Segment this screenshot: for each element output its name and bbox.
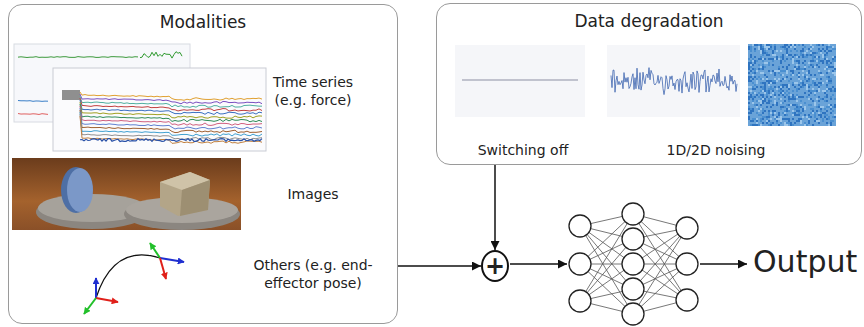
signal-line <box>80 104 262 122</box>
noise-2d-image <box>748 44 836 126</box>
neuron <box>676 253 698 275</box>
signal-line <box>80 139 262 142</box>
signal-line <box>80 112 262 136</box>
signal-line <box>80 100 262 114</box>
signal-line <box>140 52 182 58</box>
object-photo <box>12 158 241 230</box>
arrow-to-output <box>700 263 747 265</box>
neuron <box>622 303 644 325</box>
neuron <box>569 253 591 275</box>
signal-line <box>18 56 138 58</box>
sum-symbol: + <box>485 254 505 278</box>
neuron <box>622 278 644 300</box>
signal-line <box>80 96 262 107</box>
signal-line <box>80 116 262 143</box>
degradation-label: Switching off <box>453 141 593 159</box>
modality-label: Images <box>258 185 368 203</box>
panel-title: Data degradation <box>437 11 861 31</box>
neuron <box>622 228 644 250</box>
signal-line <box>80 114 262 140</box>
connector-arrow <box>398 265 481 267</box>
pose-frames <box>84 243 184 314</box>
neural-network <box>569 203 698 325</box>
sum-node: + <box>481 250 509 282</box>
signal-block <box>62 90 80 100</box>
output-label: Output <box>753 244 857 280</box>
signal-line <box>80 94 262 104</box>
panel-title: Modalities <box>9 12 397 32</box>
switched-off-plot <box>455 45 585 117</box>
connector-arrow <box>494 165 496 250</box>
neuron <box>676 217 698 239</box>
signal-line <box>80 102 262 118</box>
signal-line <box>18 113 48 115</box>
neuron <box>569 215 591 237</box>
neuron <box>622 203 644 225</box>
degradation-label: 1D/2D noising <box>646 141 786 159</box>
neuron <box>676 289 698 311</box>
neuron <box>569 290 591 312</box>
modality-label: Time series (e.g. force) <box>258 73 368 109</box>
signal-line <box>18 100 48 102</box>
signal-line <box>80 108 262 129</box>
arrow-to-network <box>510 263 567 265</box>
timeseries-plot-front <box>53 68 266 151</box>
signal-line <box>80 106 262 125</box>
signal-line <box>80 110 262 133</box>
noise-1d-plot <box>607 45 740 117</box>
degradation-panel: Data degradation <box>436 3 862 165</box>
signal-line <box>80 98 262 111</box>
neuron <box>622 253 644 275</box>
modality-label: Others (e.g. end-effector pose) <box>243 256 383 292</box>
